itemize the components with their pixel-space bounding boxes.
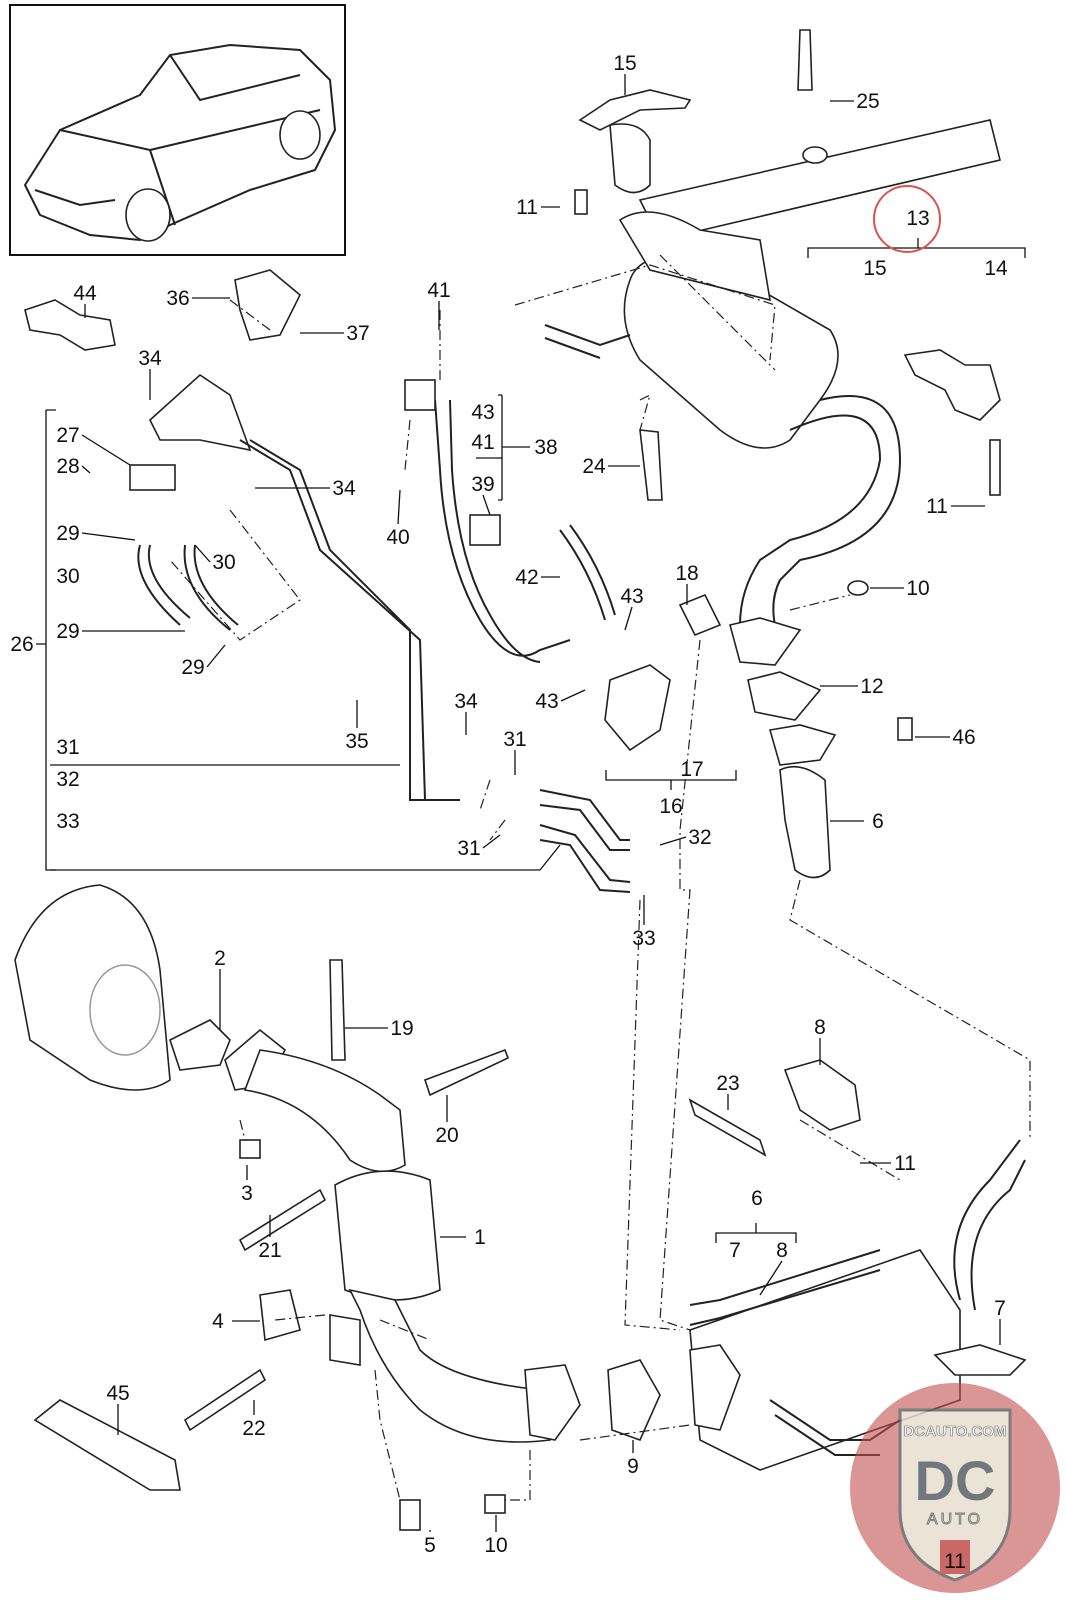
callout-29: 29 bbox=[56, 522, 79, 545]
watermark-monogram: DC bbox=[915, 1449, 996, 1512]
callout-27: 27 bbox=[56, 424, 79, 447]
callout-31: 31 bbox=[457, 837, 480, 860]
callout-8: 8 bbox=[776, 1239, 788, 1262]
vehicle-inset bbox=[9, 4, 346, 256]
callout-21: 21 bbox=[258, 1239, 281, 1262]
callout-17: 17 bbox=[680, 758, 703, 781]
callout-11: 11 bbox=[944, 1550, 966, 1573]
callout-29: 29 bbox=[181, 656, 204, 679]
callout-33: 33 bbox=[56, 810, 79, 833]
leader-line bbox=[397, 489, 401, 525]
callout-42: 42 bbox=[515, 566, 538, 589]
callout-43: 43 bbox=[535, 690, 558, 713]
callout-41: 41 bbox=[471, 431, 494, 454]
leader-line bbox=[81, 532, 136, 541]
callout-10: 10 bbox=[484, 1534, 507, 1557]
turbocharger bbox=[14, 884, 171, 1091]
callout-45: 45 bbox=[106, 1382, 129, 1405]
center-silencer bbox=[688, 1059, 1027, 1471]
callout-5: 5 bbox=[424, 1534, 436, 1557]
callout-7: 7 bbox=[729, 1239, 741, 1262]
callout-31: 31 bbox=[503, 728, 526, 751]
callout-6: 6 bbox=[751, 1187, 763, 1210]
callout-19: 19 bbox=[390, 1017, 413, 1040]
watermark-top-text: DCAUTO.COM bbox=[903, 1423, 1006, 1440]
group-brackets bbox=[36, 238, 1026, 1243]
callout-32: 32 bbox=[56, 768, 79, 791]
callout-24: 24 bbox=[582, 455, 606, 478]
dcauto-watermark-logo: DCAUTO.COM DC AUTO bbox=[850, 1383, 1060, 1593]
callout-6: 6 bbox=[872, 810, 884, 833]
callout-22: 22 bbox=[242, 1417, 265, 1440]
callout-1: 1 bbox=[474, 1226, 486, 1249]
callout-15: 15 bbox=[613, 52, 636, 75]
highlight-circle bbox=[873, 185, 941, 253]
callout-7: 7 bbox=[994, 1297, 1006, 1320]
callout-3: 3 bbox=[241, 1182, 253, 1205]
leader-line bbox=[659, 836, 687, 846]
callout-34: 34 bbox=[138, 347, 162, 370]
callout-35: 35 bbox=[345, 730, 368, 753]
callout-10: 10 bbox=[906, 577, 929, 600]
callout-44: 44 bbox=[73, 282, 97, 305]
callout-4: 4 bbox=[212, 1310, 224, 1333]
callout-13: 13 bbox=[906, 207, 929, 230]
rear-silencer bbox=[544, 29, 1001, 626]
leader-line bbox=[624, 606, 633, 631]
callout-37: 37 bbox=[346, 322, 369, 345]
callout-38: 38 bbox=[534, 436, 557, 459]
leader-line bbox=[759, 1260, 783, 1296]
leader-line bbox=[482, 494, 491, 516]
callout-16: 16 bbox=[659, 795, 682, 818]
leader-line bbox=[482, 834, 501, 849]
callout-11: 11 bbox=[894, 1152, 916, 1175]
callout-43: 43 bbox=[620, 585, 643, 608]
valve-assembly bbox=[404, 379, 671, 752]
callout-34: 34 bbox=[332, 477, 356, 500]
hoses bbox=[539, 789, 631, 893]
callout-14: 14 bbox=[984, 257, 1008, 280]
callout-2: 2 bbox=[214, 947, 226, 970]
callout-41: 41 bbox=[427, 279, 450, 302]
callout-25: 25 bbox=[856, 90, 879, 113]
callout-12: 12 bbox=[860, 675, 883, 698]
callout-46: 46 bbox=[952, 726, 975, 749]
leader-line bbox=[81, 465, 91, 474]
watermark-bottom-text: AUTO bbox=[927, 1511, 983, 1528]
callout-36: 36 bbox=[166, 287, 189, 310]
callout-20: 20 bbox=[435, 1124, 458, 1147]
callout-39: 39 bbox=[471, 473, 494, 496]
connection-lines bbox=[169, 254, 1031, 1501]
callout-40: 40 bbox=[386, 526, 409, 549]
callout-43: 43 bbox=[471, 401, 494, 424]
sensor-bracket bbox=[24, 269, 460, 801]
callout-8: 8 bbox=[814, 1016, 826, 1039]
callout-32: 32 bbox=[688, 826, 711, 849]
flanges-midpipe bbox=[678, 593, 913, 879]
callout-28: 28 bbox=[56, 455, 79, 478]
callout-11: 11 bbox=[926, 495, 948, 518]
callout-31: 31 bbox=[56, 736, 79, 759]
callout-29: 29 bbox=[56, 620, 79, 643]
callout-34: 34 bbox=[454, 690, 478, 713]
leader-line bbox=[206, 644, 226, 668]
callout-26: 26 bbox=[10, 633, 33, 656]
callout-33: 33 bbox=[632, 927, 655, 950]
callout-9: 9 bbox=[627, 1455, 639, 1478]
callout-15: 15 bbox=[863, 257, 886, 280]
leader-line bbox=[81, 434, 131, 466]
leader-line bbox=[560, 689, 586, 702]
callout-18: 18 bbox=[675, 562, 698, 585]
leader-line bbox=[194, 544, 211, 563]
callout-23: 23 bbox=[716, 1072, 739, 1095]
callout-30: 30 bbox=[56, 565, 79, 588]
callout-30: 30 bbox=[212, 551, 235, 574]
callout-11: 11 bbox=[516, 196, 538, 219]
